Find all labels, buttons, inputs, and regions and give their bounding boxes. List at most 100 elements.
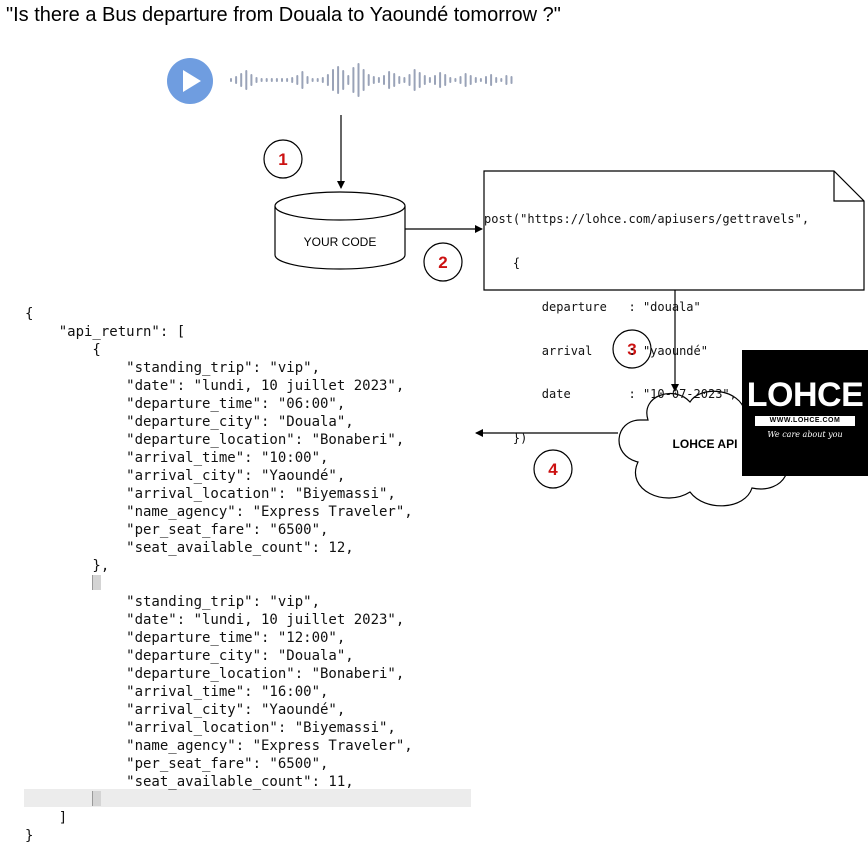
json-line-text: "standing_trip": "vip", — [25, 594, 321, 610]
request-line: date : "10-07-2023", — [484, 387, 737, 402]
waveform-bar — [408, 74, 411, 86]
json-line: "departure_time": "12:00", — [25, 629, 413, 647]
waveform-bar — [270, 78, 273, 82]
json-line: "arrival_location": "Biyemassi", — [25, 719, 413, 737]
waveform-bar — [240, 73, 243, 87]
json-line: "seat_available_count": 12, — [25, 539, 413, 557]
waveform-bar — [286, 78, 289, 82]
json-line — [25, 791, 413, 809]
waveform-bar — [316, 78, 319, 82]
json-line-text: "arrival_city": "Yaoundé", — [25, 702, 346, 718]
waveform-bar — [413, 69, 416, 91]
waveform-bar — [490, 74, 493, 86]
json-line-text: "departure_location": "Bonaberi", — [25, 666, 405, 682]
question-text: "Is there a Bus departure from Douala to… — [6, 4, 561, 26]
waveform-bar — [423, 75, 426, 85]
waveform-bar — [357, 63, 360, 97]
json-line-text: "arrival_location": "Biyemassi", — [25, 486, 396, 502]
json-line-text: "date": "lundi, 10 juillet 2023", — [25, 612, 405, 628]
api-response-json: { "api_return": [ { "standing_trip": "vi… — [25, 305, 413, 845]
your-code-cylinder — [274, 191, 406, 270]
json-line: "departure_location": "Bonaberi", — [25, 431, 413, 449]
waveform-bar — [428, 77, 431, 83]
json-line-text: "date": "lundi, 10 juillet 2023", — [25, 378, 405, 394]
json-line: "api_return": [ — [25, 323, 413, 341]
waveform-bar — [235, 76, 238, 84]
json-line-text: "departure_city": "Douala", — [25, 648, 354, 664]
json-line: "departure_city": "Douala", — [25, 647, 413, 665]
json-line-text: "departure_time": "06:00", — [25, 396, 346, 412]
request-line: { — [484, 255, 521, 270]
json-line-text: "arrival_city": "Yaoundé", — [25, 468, 346, 484]
waveform-bar — [372, 76, 375, 84]
json-line-text: }, — [25, 558, 110, 574]
json-line-text: "arrival_location": "Biyemassi", — [25, 720, 396, 736]
request-line: post("https://lohce.com/apiusers/gettrav… — [484, 212, 810, 227]
editor-current-line-highlight — [24, 789, 471, 807]
waveform-bar — [464, 73, 467, 87]
waveform-bar — [245, 70, 248, 90]
waveform-bar — [311, 78, 314, 82]
json-line: "per_seat_fare": "6500", — [25, 755, 413, 773]
waveform-bar — [352, 67, 355, 93]
waveform-bar — [449, 77, 452, 83]
json-line: "arrival_city": "Yaoundé", — [25, 467, 413, 485]
waveform-bar — [301, 71, 304, 89]
step-4-badge: 4 — [533, 449, 573, 489]
json-line: "arrival_location": "Biyemassi", — [25, 485, 413, 503]
waveform-bar — [383, 75, 385, 85]
waveform-bar — [418, 72, 421, 88]
waveform-bar — [495, 77, 498, 83]
waveform-bar — [321, 77, 324, 83]
json-line-text: "seat_available_count": 11, — [25, 774, 354, 790]
json-line: "standing_trip": "vip", — [25, 593, 413, 611]
json-line-text: "seat_available_count": 12, — [25, 540, 354, 556]
audio-waveform — [230, 63, 513, 97]
json-line-text: "departure_city": "Douala", — [25, 414, 354, 430]
waveform-bar — [260, 78, 263, 82]
text-cursor — [92, 575, 102, 590]
json-line: "name_agency": "Express Traveler", — [25, 737, 413, 755]
json-line: "per_seat_fare": "6500", — [25, 521, 413, 539]
step-1-number: 1 — [278, 150, 287, 169]
step-1-badge: 1 — [263, 139, 303, 179]
json-line-text: } — [25, 828, 34, 844]
logo-brand: LOHCE — [746, 376, 864, 414]
json-line: "departure_time": "06:00", — [25, 395, 413, 413]
request-line: }) — [484, 431, 528, 446]
waveform-bar — [281, 78, 283, 82]
json-line-text: "name_agency": "Express Traveler", — [25, 504, 413, 520]
waveform-bar — [479, 78, 482, 82]
request-line: departure : "douala" — [484, 299, 701, 314]
json-line: "departure_location": "Bonaberi", — [25, 665, 413, 683]
text-cursor — [92, 791, 102, 806]
json-line: }, — [25, 557, 413, 575]
waveform-bar — [377, 77, 380, 83]
waveform-bar — [265, 78, 268, 82]
waveform-bar — [485, 76, 487, 84]
waveform-bar — [505, 75, 508, 85]
json-line: "seat_available_count": 11, — [25, 773, 413, 791]
waveform-bar — [362, 69, 365, 91]
waveform-bar — [403, 77, 406, 83]
json-line — [25, 575, 413, 593]
waveform-bar — [367, 74, 370, 86]
json-line-text: "api_return": [ — [25, 324, 186, 340]
your-code-label: YOUR CODE — [304, 235, 377, 249]
json-line-text: "name_agency": "Express Traveler", — [25, 738, 413, 754]
lohce-api-label: LOHCE API — [673, 437, 738, 451]
step-3-number: 3 — [627, 340, 636, 359]
step-2-number: 2 — [438, 253, 447, 272]
json-line-text: { — [25, 306, 34, 322]
waveform-bar — [347, 75, 350, 85]
waveform-bar — [332, 69, 334, 91]
waveform-bar — [510, 76, 513, 84]
audio-player[interactable] — [167, 58, 513, 104]
step-4-number: 4 — [548, 460, 558, 479]
json-line-text: "arrival_time": "16:00", — [25, 684, 329, 700]
waveform-bar — [230, 78, 232, 82]
json-line: { — [25, 305, 413, 323]
json-line-text: "per_seat_fare": "6500", — [25, 756, 329, 772]
waveform-bar — [250, 74, 253, 86]
waveform-bar — [275, 78, 278, 82]
